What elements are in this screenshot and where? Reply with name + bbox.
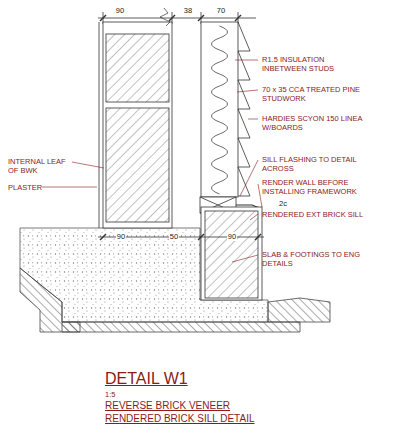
- callout-note: SLAB & FOOTINGS TO ENG DETAILS: [262, 250, 370, 268]
- dim-value: 2c: [279, 199, 293, 208]
- dim-value: 90: [227, 232, 237, 241]
- callout-note: SILL FLASHING TO DETAIL ACROSS: [262, 155, 370, 173]
- callout-note: RENDERED EXT BRICK SILL: [262, 210, 370, 219]
- subtitle: REVERSE BRICK VENEER: [105, 400, 345, 412]
- callout-note: RENDER WALL BEFORE INSTALLING FRAMEWORK: [262, 178, 370, 196]
- drawing-title: DETAIL W1: [105, 370, 305, 388]
- dim-value: 90: [116, 232, 126, 241]
- subtitle: RENDERED BRICK SILL DETAIL: [105, 413, 345, 425]
- callout-note: R1.5 INSULATION INBETWEEN STUDS: [262, 55, 370, 73]
- dim-value: 38: [184, 6, 192, 15]
- callout-note: 70 x 35 CCA TREATED PINE STUDWORK: [262, 85, 370, 103]
- callout-note: INTERNAL LEAF OF BWK: [8, 157, 72, 175]
- dim-value: 50: [169, 232, 179, 241]
- callout-note: HARDIES SCYON 150 LINEA W/BOARDS: [262, 114, 370, 132]
- callout-note: PLASTER: [8, 183, 42, 192]
- scale-text: 1:5: [105, 390, 145, 399]
- dim-value: 90: [116, 6, 124, 15]
- dim-value: 70: [217, 6, 225, 15]
